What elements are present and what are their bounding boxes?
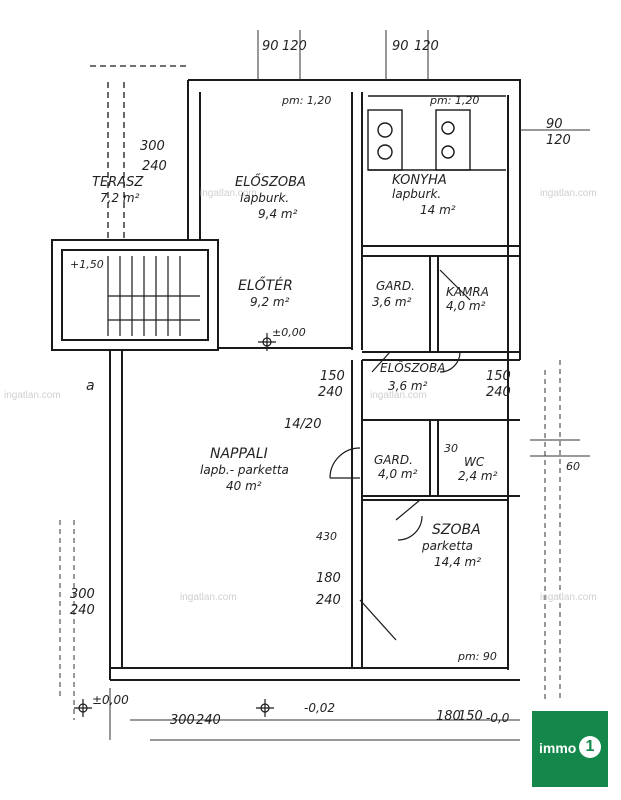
dim: 300 <box>140 139 165 154</box>
outer-wall-bottom <box>110 667 520 681</box>
stair-block <box>51 239 219 351</box>
dim: 90 <box>262 39 279 54</box>
dim: 240 <box>142 159 167 174</box>
immo1-logo: immo 1 <box>532 711 608 787</box>
level-label: -0,02 <box>304 701 335 715</box>
label-pm: pm: 1,20 <box>281 94 331 107</box>
dim: 430 <box>316 530 337 543</box>
watermark: ingatlan.com <box>370 390 427 401</box>
dim: 240 <box>486 385 511 400</box>
dim: 90 <box>546 117 563 132</box>
dim: 120 <box>282 39 307 54</box>
room-area-eloter: 9,2 m² <box>250 295 290 309</box>
dim: 30 <box>444 442 458 455</box>
outer-wall <box>187 79 521 240</box>
wall-eloszoba <box>362 351 520 361</box>
dim: 60 <box>566 460 580 473</box>
level-label: ±0,00 <box>92 693 129 707</box>
wall-gard-kamra <box>429 256 439 352</box>
level-eloter: ±0,00 <box>272 326 306 339</box>
dim: 240 <box>70 603 95 618</box>
dim: 14/20 <box>284 417 321 432</box>
dim: 90 <box>392 39 409 54</box>
kitchen-equipment <box>367 95 506 171</box>
terasz-dashed <box>90 65 188 240</box>
watermark: ingatlan.com <box>4 390 61 401</box>
logo-text: immo <box>539 740 577 756</box>
room-area-nappali: 40 m² <box>226 479 262 493</box>
room-area-terasz: 7,2 m² <box>100 191 140 205</box>
dim: 240 <box>196 713 221 728</box>
room-subtitle-eloszoba: lapburk. <box>240 191 289 205</box>
room-name-eloter: ELŐTÉR <box>238 276 293 294</box>
room-name-szoba: SZOBA <box>432 522 481 538</box>
room-area-gard-top: 3,6 m² <box>372 295 412 309</box>
watermark: ingatlan.com <box>540 592 597 603</box>
room-area-eloszoba-small: 3,6 m² <box>388 379 428 393</box>
dimension-lines <box>59 30 590 741</box>
room-area-kamra: 4,0 m² <box>446 299 486 313</box>
outer-wall-right <box>507 95 521 670</box>
watermark: ingatlan.com <box>200 188 257 199</box>
watermark: ingatlan.com <box>180 592 237 603</box>
dim: 240 <box>318 385 343 400</box>
logo-badge: 1 <box>579 736 601 758</box>
dim: 120 <box>414 39 439 54</box>
wall-mid-horizontal <box>218 245 520 349</box>
room-name-gard-top: GARD. <box>376 279 415 293</box>
room-subtitle-nappali: lapb.- parketta <box>200 463 289 477</box>
door-arcs <box>329 269 471 641</box>
dim: 180 <box>436 709 461 724</box>
watermark: ingatlan.com <box>540 188 597 199</box>
room-name-konyha: KONYHA <box>392 173 447 188</box>
label-stair-level: +1,50 <box>70 258 104 271</box>
dim: 150 <box>320 369 345 384</box>
room-name-eloszoba: ELŐSZOBA <box>235 174 306 190</box>
dim: 300 <box>170 713 195 728</box>
room-subtitle-konyha: lapburk. <box>392 187 441 201</box>
level-label: -0,0 <box>486 711 510 725</box>
wall-eloter-right <box>351 92 363 350</box>
room-area-eloszoba: 9,4 m² <box>258 207 298 221</box>
room-name-gard-mid: GARD. <box>374 453 413 467</box>
wall-gard-mid <box>362 419 520 497</box>
room-name-terasz: TERASZ <box>92 175 144 190</box>
room-subtitle-szoba: parketta <box>421 539 473 553</box>
label-pm: pm: 90 <box>457 650 497 663</box>
dim: 150 <box>458 709 483 724</box>
left-wall <box>109 350 123 680</box>
room-area-gard-mid: 4,0 m² <box>378 467 418 481</box>
dim: 180 <box>316 571 341 586</box>
room-area-konyha: 14 m² <box>420 203 456 217</box>
label-pm: pm: 1,20 <box>429 94 479 107</box>
wall-nappali-right <box>351 360 363 668</box>
room-area-wc: 2,4 m² <box>458 469 498 483</box>
room-name-wc: WC <box>464 455 485 469</box>
level-markers <box>74 333 276 717</box>
dim: 240 <box>316 593 341 608</box>
room-name-nappali: NAPPALI <box>210 446 268 462</box>
dim: 300 <box>70 587 95 602</box>
room-name-kamra: KAMRA <box>446 285 489 299</box>
dim: 120 <box>546 133 571 148</box>
wall-szoba <box>361 499 508 668</box>
room-area-szoba: 14,4 m² <box>434 555 481 569</box>
room-name-eloszoba-small: ELŐSZOBA <box>380 360 445 375</box>
section-mark: a <box>86 378 95 394</box>
stair-lines <box>107 256 200 336</box>
dim: 150 <box>486 369 511 384</box>
